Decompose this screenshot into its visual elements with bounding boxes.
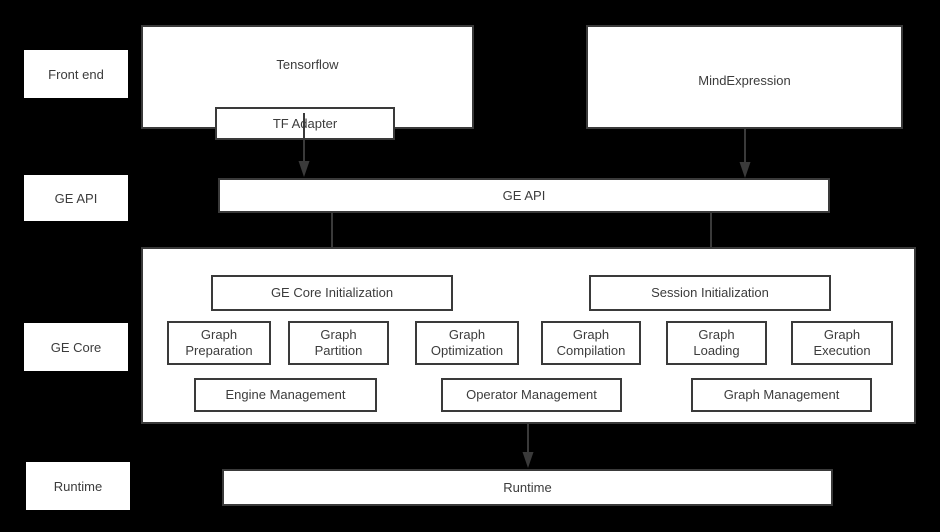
graph-optimization-label-line2: Optimization <box>430 343 504 358</box>
engine-management-box[interactable]: Engine Management <box>194 378 377 412</box>
runtime-bar[interactable]: Runtime <box>222 469 833 506</box>
layer-label-runtime-text: Runtime <box>53 478 103 494</box>
graph-execution-label-line1: Graph <box>823 327 861 343</box>
connector-mindexpression-to-ge-api <box>737 128 753 180</box>
ge-api-bar-label: GE API <box>502 187 546 203</box>
layer-label-ge-api: GE API <box>24 175 128 221</box>
layer-label-ge-core: GE Core <box>24 323 128 371</box>
operator-management-box[interactable]: Operator Management <box>441 378 622 412</box>
mindexpression-title: MindExpression <box>698 73 791 88</box>
connector-tf-adapter-to-ge-api <box>296 113 312 179</box>
operator-management-label: Operator Management <box>466 387 597 403</box>
mindexpression-container[interactable]: MindExpression <box>586 25 903 129</box>
graph-compilation-label-line1: Graph <box>572 327 610 343</box>
graph-compilation-label-line2: Compilation <box>556 343 626 358</box>
tensorflow-title: Tensorflow <box>276 57 339 72</box>
graph-preparation-label-line1: Graph <box>200 327 238 343</box>
layer-label-ge-core-text: GE Core <box>50 339 102 355</box>
ge-api-bar[interactable]: GE API <box>218 178 830 213</box>
graph-execution-box[interactable]: Graph Execution <box>791 321 893 365</box>
graph-preparation-label-line2: Preparation <box>185 343 253 358</box>
graph-execution-label-line2: Execution <box>813 343 871 358</box>
graph-loading-label-line1: Graph <box>698 327 735 343</box>
graph-preparation-box[interactable]: Graph Preparation <box>167 321 271 365</box>
graph-partition-label-line1: Graph <box>320 327 357 343</box>
runtime-bar-label: Runtime <box>503 479 552 495</box>
graph-management-box[interactable]: Graph Management <box>691 378 872 412</box>
graph-optimization-label-line1: Graph <box>448 327 486 343</box>
session-initialization-label: Session Initialization <box>651 285 769 301</box>
ge-core-initialization-box[interactable]: GE Core Initialization <box>211 275 453 311</box>
connector-ge-core-to-runtime <box>520 424 536 470</box>
ge-core-initialization-label: GE Core Initialization <box>270 285 394 301</box>
tensorflow-container[interactable]: Tensorflow TF Adapter <box>141 25 474 140</box>
session-initialization-box[interactable]: Session Initialization <box>589 275 831 311</box>
graph-optimization-box[interactable]: Graph Optimization <box>415 321 519 365</box>
graph-partition-box[interactable]: Graph Partition <box>288 321 389 365</box>
graph-partition-label-line2: Partition <box>314 343 363 358</box>
layer-label-runtime: Runtime <box>26 462 130 510</box>
layer-label-front-end: Front end <box>24 50 128 98</box>
graph-compilation-box[interactable]: Graph Compilation <box>541 321 641 365</box>
layer-label-ge-api-text: GE API <box>54 190 98 206</box>
graph-loading-label-line2: Loading <box>693 343 740 358</box>
graph-loading-box[interactable]: Graph Loading <box>666 321 767 365</box>
engine-management-label: Engine Management <box>225 387 346 403</box>
ge-core-container[interactable]: GE Core Initialization Session Initializ… <box>141 247 916 424</box>
graph-management-label: Graph Management <box>723 387 840 403</box>
layer-label-front-end-text: Front end <box>48 66 104 82</box>
